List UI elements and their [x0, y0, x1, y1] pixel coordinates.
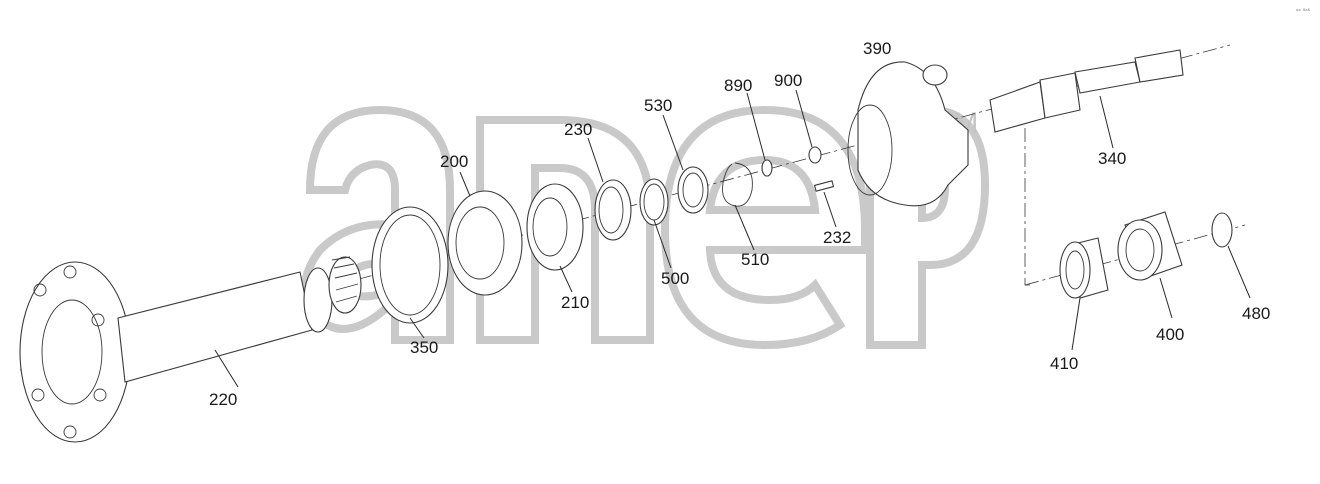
part-390-housing	[847, 61, 969, 207]
part-220-flange-shaft	[19, 256, 362, 443]
splined-end	[328, 256, 362, 314]
leader-410	[1071, 297, 1081, 351]
bolt-hole	[63, 265, 77, 279]
shaft-spline-section	[1039, 72, 1081, 119]
bolt-hole	[31, 388, 45, 402]
callout-510: 510	[741, 250, 769, 269]
leader-510	[734, 204, 755, 251]
bearing-outer	[526, 183, 584, 271]
housing-body	[857, 61, 969, 207]
leader-200	[459, 171, 471, 197]
ring-outer	[639, 178, 669, 226]
washer-inner	[682, 172, 704, 208]
leader-lines	[214, 89, 1251, 388]
washer-outer	[677, 166, 709, 214]
shaft-body	[1074, 61, 1141, 94]
part-500-ring	[639, 178, 669, 226]
callout-210: 210	[561, 293, 589, 312]
spline-teeth	[331, 256, 359, 303]
gear-bore	[1125, 228, 1155, 272]
housing-bore	[847, 104, 893, 196]
callout-410: 410	[1050, 354, 1078, 373]
corner-mark: ᵒᵒ ⁸ᵃ⁶	[1296, 8, 1311, 15]
gear-face	[1117, 219, 1163, 281]
callout-900: 900	[774, 71, 802, 90]
shaft-collar	[303, 267, 333, 333]
callout-400: 400	[1156, 325, 1184, 344]
bearing-inner	[455, 206, 505, 280]
flange-disc	[19, 261, 131, 443]
part-480-snap-ring	[1211, 212, 1233, 248]
bolt-hole	[91, 313, 105, 327]
part-530-washer	[677, 166, 709, 214]
bearing-outer	[447, 190, 523, 296]
part-232-pin	[813, 180, 835, 192]
part-340-splined-shaft	[989, 49, 1184, 133]
callout-350: 350	[410, 338, 438, 357]
part-890-small-ring	[761, 159, 773, 177]
leader-220	[214, 349, 239, 388]
callout-390: 390	[863, 39, 891, 58]
part-230-ring	[594, 179, 632, 241]
callout-230: 230	[564, 120, 592, 139]
part-400-gear	[1117, 211, 1183, 281]
leader-890	[746, 92, 766, 161]
callout-530: 530	[644, 96, 672, 115]
callout-200: 200	[440, 152, 468, 171]
callout-labels: 220 350 200 210 230 500 530 510 890 900 …	[209, 39, 1270, 409]
leader-232	[823, 191, 837, 228]
callout-220: 220	[209, 390, 237, 409]
shaft-splined-tip	[1134, 49, 1184, 83]
shaft-body	[117, 271, 313, 383]
callout-232: 232	[823, 228, 851, 247]
seal-outer	[371, 206, 449, 324]
callout-480: 480	[1242, 304, 1270, 323]
leader-400	[1159, 277, 1173, 319]
leader-230	[587, 137, 604, 183]
bolt-hole	[33, 283, 47, 297]
leader-340	[1099, 95, 1114, 149]
ring-outer	[594, 179, 632, 241]
callout-890: 890	[724, 76, 752, 95]
part-350-seal-ring	[371, 206, 449, 324]
part-200-bearing	[447, 190, 523, 296]
leader-480	[1227, 245, 1251, 299]
leader-210	[559, 265, 573, 293]
part-410-bearing	[1059, 237, 1109, 299]
housing-boss	[922, 64, 948, 86]
bolt-hole	[93, 388, 107, 402]
ring-inner	[598, 186, 624, 234]
leader-350	[409, 317, 425, 339]
bearing-bore	[1065, 250, 1085, 290]
secondary-axis-line	[1024, 128, 1030, 286]
flange-hub	[41, 299, 103, 405]
callout-500: 500	[661, 269, 689, 288]
bearing-inner	[532, 197, 568, 257]
bearing-face	[1059, 241, 1091, 299]
part-900-bushing	[808, 146, 822, 164]
seal-inner	[379, 214, 441, 316]
leader-900	[795, 89, 813, 148]
part-210-bearing	[526, 183, 584, 271]
callout-340: 340	[1098, 149, 1126, 168]
leader-500	[653, 219, 672, 269]
bolt-hole	[63, 425, 77, 439]
shaft-spline-section	[989, 81, 1046, 133]
leader-530	[662, 114, 684, 171]
